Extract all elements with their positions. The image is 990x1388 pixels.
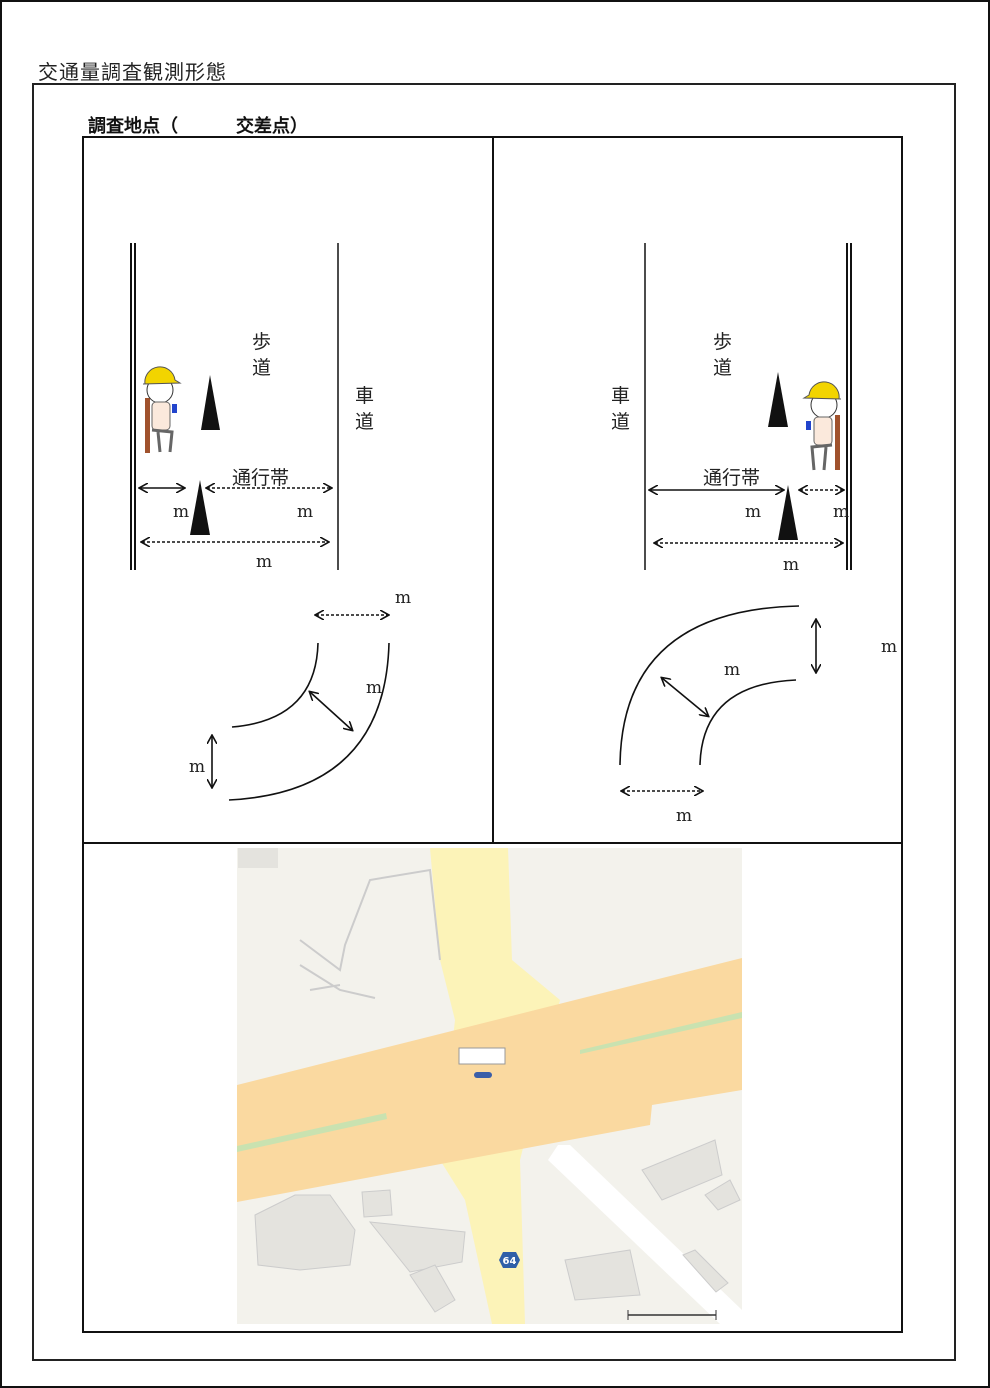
sidewalk-label: 歩 — [713, 331, 732, 353]
roadway-label: 道 — [355, 411, 374, 433]
cone-icon — [201, 375, 220, 430]
meter-label: m — [724, 660, 740, 680]
building — [368, 1221, 466, 1273]
header-label: 調査地点（ — [88, 116, 178, 137]
dimension-arrow — [310, 692, 352, 730]
meter-label: m — [395, 588, 411, 608]
cone-icon — [778, 485, 798, 540]
building — [682, 1249, 729, 1293]
passage-zone-label: 通行帯 — [703, 467, 760, 489]
meter-label: m — [366, 678, 382, 698]
intersection-map: 64 — [237, 848, 742, 1324]
building — [361, 1189, 393, 1218]
building — [641, 1139, 723, 1201]
meter-label: m — [173, 502, 189, 522]
left-observation-diagram: 歩 道 車 道 通行帯 m m m m m m — [130, 243, 411, 801]
corner-curb-outer — [619, 605, 800, 766]
outer-frame — [32, 83, 956, 1361]
dimension-arrow — [662, 678, 708, 716]
signal-badge — [474, 1072, 492, 1078]
minor-road — [299, 868, 441, 999]
intersection-name-sign — [458, 1047, 506, 1065]
survey-location-header: 調査地点（ 交差点） — [88, 112, 308, 138]
corner-curb-inner — [231, 642, 319, 728]
passage-zone-label: 通行帯 — [232, 467, 289, 489]
roadway-label: 車 — [611, 385, 630, 407]
header-suffix: 交差点） — [236, 116, 308, 137]
meter-label: m — [833, 502, 849, 522]
cone-icon — [190, 480, 210, 535]
building — [254, 1194, 356, 1271]
roadway-label: 道 — [611, 411, 630, 433]
median — [237, 1113, 387, 1152]
meter-label: m — [881, 637, 897, 657]
route-number: 64 — [503, 1256, 517, 1267]
sidewalk-label: 道 — [713, 357, 732, 379]
meter-label: m — [783, 555, 799, 575]
building — [238, 848, 278, 868]
main-road — [237, 958, 742, 1202]
route-badge — [499, 1252, 520, 1268]
sidewalk-label: 道 — [252, 357, 271, 379]
corner-curb-outer — [228, 642, 390, 801]
sidewalk-label: 歩 — [252, 331, 271, 353]
footpath — [548, 1145, 742, 1324]
corner-curb-inner — [699, 679, 797, 766]
meter-label: m — [297, 502, 313, 522]
surveyor-icon — [802, 381, 842, 471]
document-title: 交通量調査観測形態 — [38, 60, 227, 84]
building — [409, 1264, 456, 1313]
meter-label: m — [256, 552, 272, 572]
roadway-label: 車 — [355, 385, 374, 407]
median — [580, 1012, 742, 1054]
cone-icon — [768, 372, 788, 427]
building — [564, 1249, 641, 1301]
meter-label: m — [745, 502, 761, 522]
surveyor-icon — [142, 366, 182, 453]
right-observation-diagram: 歩 道 車 道 通行帯 m m m m m m — [611, 243, 897, 826]
meter-label: m — [189, 757, 205, 777]
meter-label: m — [676, 806, 692, 826]
building — [704, 1179, 741, 1211]
